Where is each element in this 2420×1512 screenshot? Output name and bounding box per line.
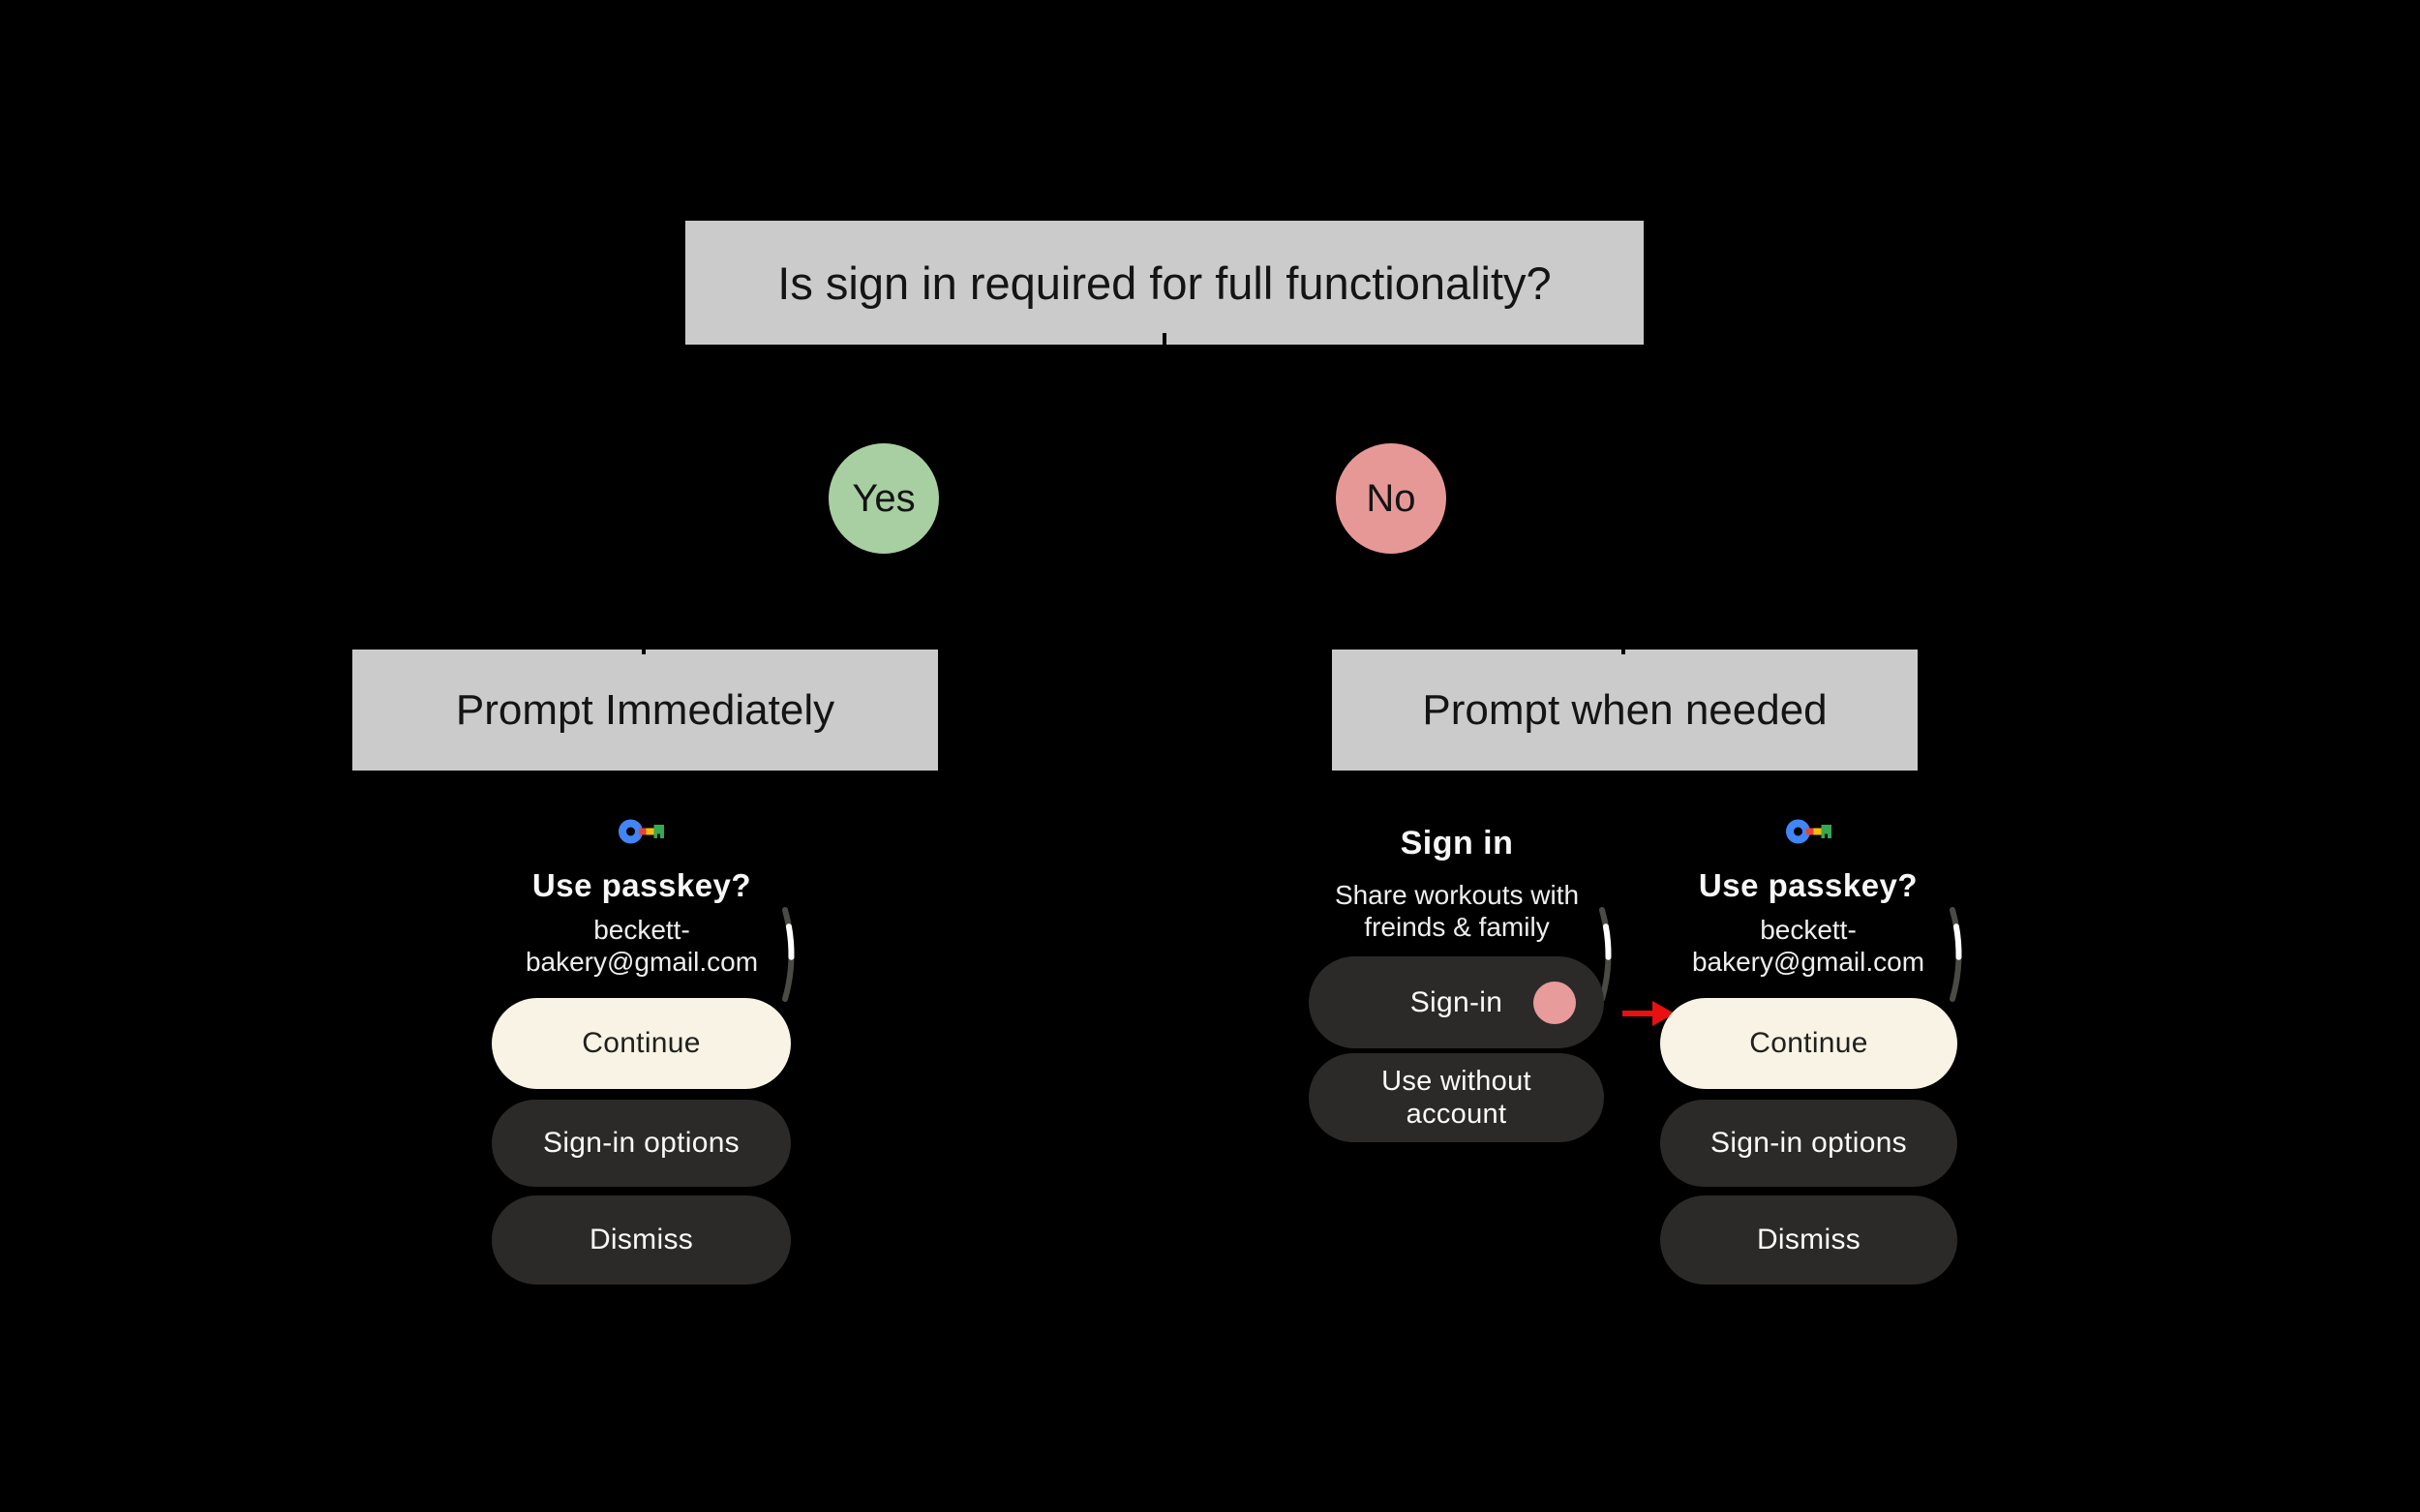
scrollbar[interactable] xyxy=(778,906,803,1003)
no-node: No xyxy=(1336,443,1446,554)
passkey-title: Use passkey? xyxy=(1698,867,1919,903)
yes-node: Yes xyxy=(829,443,939,554)
sign-in-screen-title: Sign in xyxy=(1400,825,1514,862)
continue-button[interactable]: Continue xyxy=(1660,998,1957,1089)
account-email-line2: bakery@gmail.com xyxy=(525,947,759,977)
continue-label: Continue xyxy=(1749,1027,1868,1059)
account-email-line1: beckett- xyxy=(593,915,690,945)
prompt-immediately-box: Prompt Immediately xyxy=(352,650,938,771)
connector-tick xyxy=(642,641,646,654)
passkey-title: Use passkey? xyxy=(531,867,752,903)
scrollbar[interactable] xyxy=(1595,906,1620,1003)
no-label: No xyxy=(1366,476,1416,520)
sign-in-options-label: Sign-in options xyxy=(543,1127,740,1159)
dismiss-button[interactable]: Dismiss xyxy=(1660,1195,1957,1285)
google-passkey-key-icon xyxy=(619,819,664,844)
continue-button[interactable]: Continue xyxy=(492,998,791,1089)
question-text: Is sign in required for full functionali… xyxy=(777,257,1552,309)
dismiss-label: Dismiss xyxy=(1756,1224,1861,1255)
sign-in-options-button[interactable]: Sign-in options xyxy=(1660,1100,1957,1187)
sign-in-subtitle: Share workouts with freinds & family xyxy=(1287,879,1626,943)
use-without-account-label: Use without account xyxy=(1381,1065,1531,1131)
use-without-line1: Use without xyxy=(1381,1066,1531,1097)
touch-indicator-dot xyxy=(1533,982,1576,1024)
account-email-line2: bakery@gmail.com xyxy=(1691,947,1925,977)
connector-tick xyxy=(1163,333,1166,347)
sign-in-subtitle-line2: freinds & family xyxy=(1364,912,1550,942)
sign-in-subtitle-line1: Share workouts with xyxy=(1334,880,1580,910)
use-without-line2: account xyxy=(1406,1099,1507,1130)
account-email: beckett- bakery@gmail.com xyxy=(453,914,831,978)
dismiss-button[interactable]: Dismiss xyxy=(492,1195,791,1285)
prompt-immediately-label: Prompt Immediately xyxy=(455,685,835,734)
continue-label: Continue xyxy=(582,1027,701,1059)
use-without-account-button[interactable]: Use without account xyxy=(1309,1053,1604,1142)
google-passkey-key-icon xyxy=(1786,819,1831,844)
red-arrow-icon xyxy=(1622,1001,1675,1026)
sign-in-label: Sign-in xyxy=(1409,985,1503,1018)
dismiss-label: Dismiss xyxy=(589,1224,694,1255)
prompt-when-needed-label: Prompt when needed xyxy=(1422,685,1828,734)
question-box: Is sign in required for full functionali… xyxy=(685,221,1644,345)
connector-tick xyxy=(1621,641,1625,654)
account-email-line1: beckett- xyxy=(1760,915,1857,945)
scrollbar[interactable] xyxy=(1946,906,1971,1003)
prompt-when-needed-box: Prompt when needed xyxy=(1332,650,1918,771)
sign-in-options-label: Sign-in options xyxy=(1710,1127,1907,1159)
sign-in-button[interactable]: Sign-in xyxy=(1309,956,1604,1048)
sign-in-options-button[interactable]: Sign-in options xyxy=(492,1100,791,1187)
account-email: beckett- bakery@gmail.com xyxy=(1619,914,1997,978)
yes-label: Yes xyxy=(852,476,916,520)
